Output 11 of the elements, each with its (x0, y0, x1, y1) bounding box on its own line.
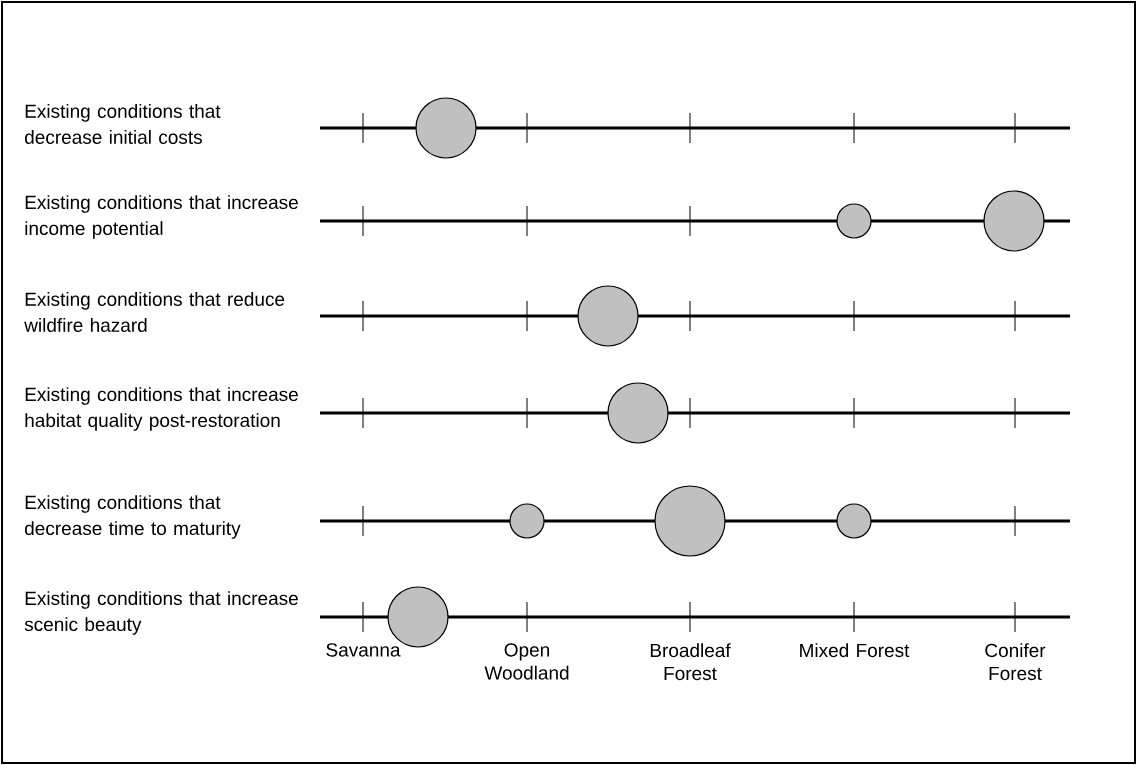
axis-label: Broadleaf Forest (650, 643, 731, 681)
axis-label: Savanna (326, 643, 401, 657)
row-label: Existing conditions that increase scenic beauty (24, 591, 298, 635)
row-label: Existing conditions that increase habitat quality post-restoration (25, 387, 298, 431)
row-label: Existing conditions that reduce wildfire hazard (24, 292, 285, 332)
row-label: Existing conditions that increase income potential (25, 195, 298, 239)
axis-label: Conifer Forest (985, 643, 1046, 681)
axis-label: Open Woodland (484, 643, 569, 680)
row-label: Existing conditions that decrease initial costs (25, 104, 221, 144)
row-label: Existing conditions that decrease time to maturity (25, 495, 241, 539)
axis-label: Mixed Forest (800, 643, 910, 658)
